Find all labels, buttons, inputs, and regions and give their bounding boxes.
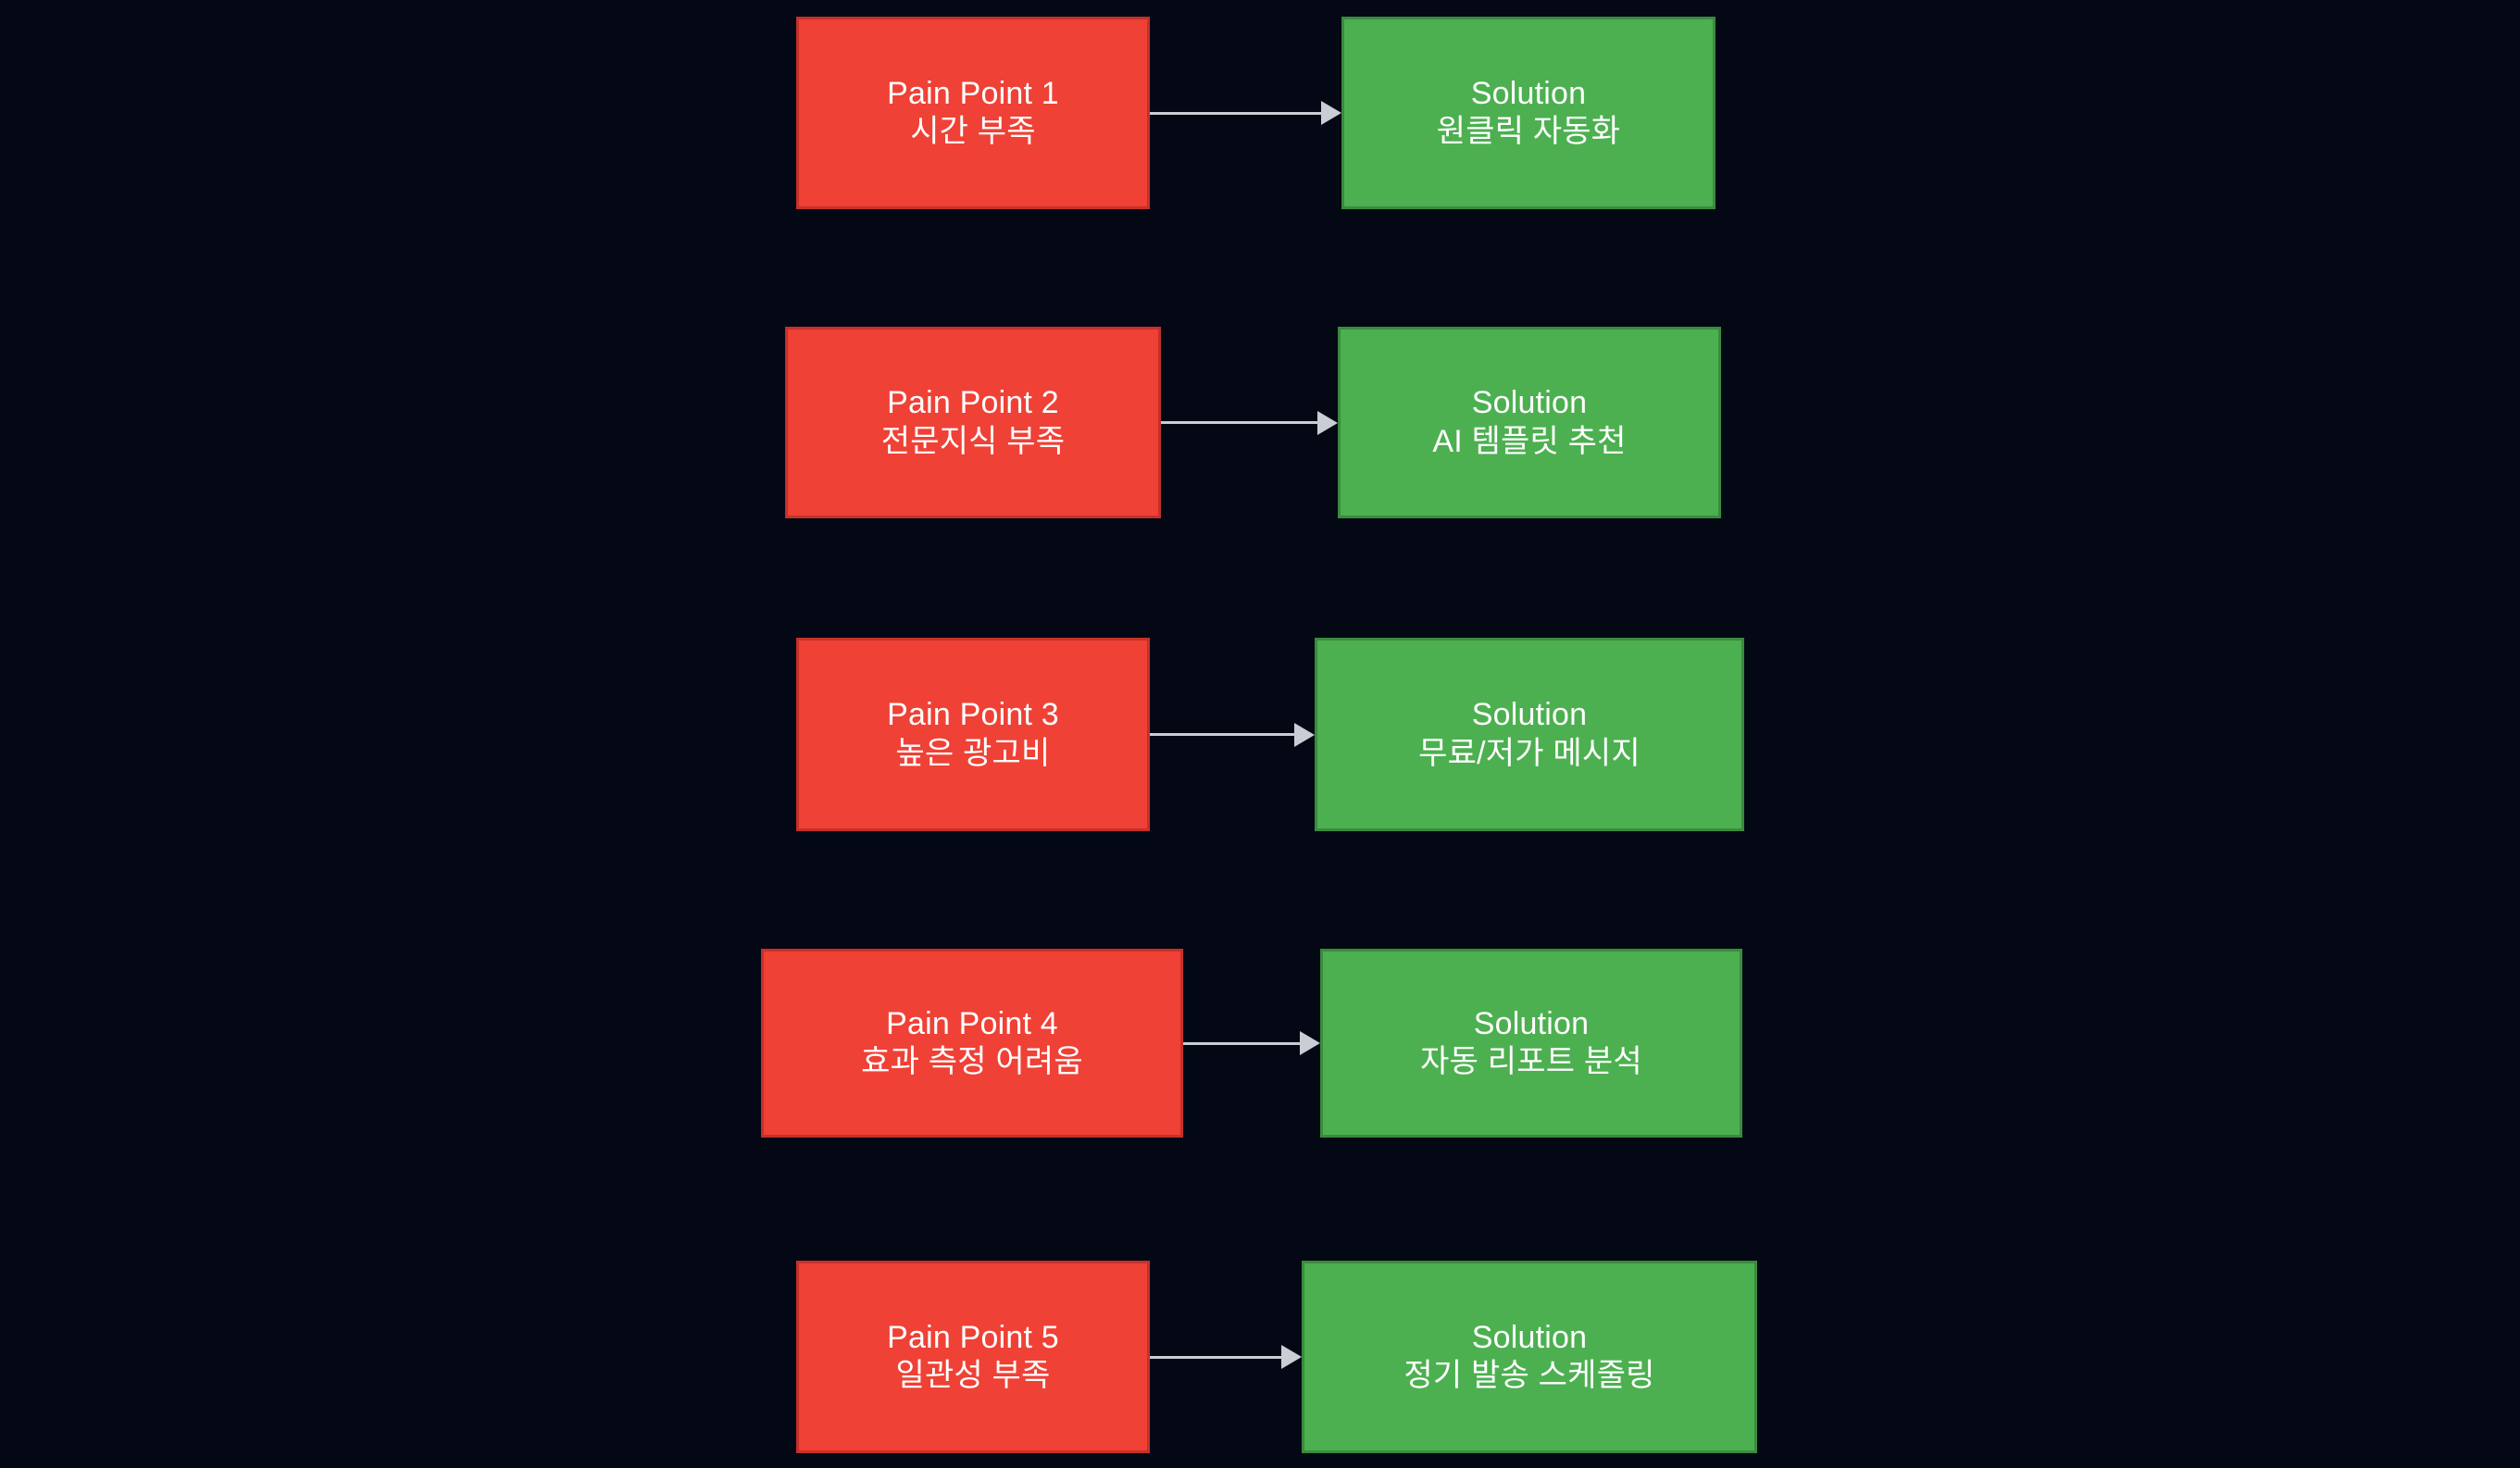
solution-node-1-subtitle: 원클릭 자동화 bbox=[1436, 114, 1621, 149]
solution-node-2[interactable]: Solution AI 템플릿 추천 bbox=[1338, 327, 1721, 518]
flow-row-5: Pain Point 5 일관성 부족 Solution 정기 발송 스케줄링 bbox=[796, 1261, 1757, 1453]
pain-point-node-4-subtitle: 효과 측정 어려움 bbox=[861, 1044, 1083, 1079]
pain-point-node-3[interactable]: Pain Point 3 높은 광고비 bbox=[796, 638, 1150, 831]
solution-node-4-subtitle: 자동 리포트 분석 bbox=[1420, 1044, 1642, 1079]
arrow-2-line bbox=[1161, 421, 1318, 424]
pain-point-node-5[interactable]: Pain Point 5 일관성 부족 bbox=[796, 1261, 1150, 1453]
pain-point-node-5-title: Pain Point 5 bbox=[887, 1319, 1059, 1355]
solution-node-3-subtitle: 무료/저가 메시지 bbox=[1418, 735, 1640, 771]
solution-node-4[interactable]: Solution 자동 리포트 분석 bbox=[1320, 949, 1742, 1138]
pain-point-node-4-title: Pain Point 4 bbox=[886, 1005, 1058, 1041]
pain-point-node-1-subtitle: 시간 부족 bbox=[910, 114, 1036, 149]
arrow-3 bbox=[1150, 722, 1315, 747]
solution-node-3-title: Solution bbox=[1471, 697, 1588, 733]
arrow-2-head-icon bbox=[1317, 410, 1338, 435]
flow-row-1: Pain Point 1 시간 부족 Solution 원클릭 자동화 bbox=[796, 17, 1715, 209]
pain-point-node-2-title: Pain Point 2 bbox=[887, 385, 1059, 421]
solution-node-4-title: Solution bbox=[1473, 1005, 1590, 1041]
flow-row-2: Pain Point 2 전문지식 부족 Solution AI 템플릿 추천 bbox=[785, 327, 1721, 518]
pain-point-node-1[interactable]: Pain Point 1 시간 부족 bbox=[796, 17, 1150, 209]
arrow-5-line bbox=[1150, 1355, 1282, 1359]
solution-node-2-subtitle: AI 템플릿 추천 bbox=[1432, 423, 1627, 459]
pain-point-node-2[interactable]: Pain Point 2 전문지식 부족 bbox=[785, 327, 1161, 518]
solution-node-5-subtitle: 정기 발송 스케줄링 bbox=[1403, 1358, 1655, 1393]
arrow-4-head-icon bbox=[1300, 1031, 1320, 1055]
arrow-3-line bbox=[1150, 733, 1295, 736]
pain-point-node-2-subtitle: 전문지식 부족 bbox=[880, 423, 1066, 459]
flow-row-4: Pain Point 4 효과 측정 어려움 Solution 자동 리포트 분… bbox=[761, 949, 1742, 1138]
pain-point-node-3-subtitle: 높은 광고비 bbox=[895, 735, 1051, 771]
arrow-5-head-icon bbox=[1281, 1345, 1302, 1369]
arrow-1-head-icon bbox=[1321, 101, 1341, 125]
arrow-3-head-icon bbox=[1294, 722, 1315, 747]
solution-node-5-title: Solution bbox=[1471, 1319, 1588, 1355]
arrow-4 bbox=[1183, 1031, 1320, 1055]
pain-point-node-1-title: Pain Point 1 bbox=[887, 75, 1059, 111]
flow-row-3: Pain Point 3 높은 광고비 Solution 무료/저가 메시지 bbox=[796, 638, 1744, 831]
arrow-2 bbox=[1161, 410, 1338, 435]
pain-point-node-5-subtitle: 일관성 부족 bbox=[895, 1358, 1051, 1393]
solution-node-1-title: Solution bbox=[1470, 75, 1587, 111]
solution-node-5[interactable]: Solution 정기 발송 스케줄링 bbox=[1302, 1261, 1757, 1453]
solution-node-3[interactable]: Solution 무료/저가 메시지 bbox=[1315, 638, 1744, 831]
pain-point-node-3-title: Pain Point 3 bbox=[887, 697, 1059, 733]
arrow-1 bbox=[1150, 101, 1341, 125]
arrow-5 bbox=[1150, 1345, 1302, 1369]
arrow-1-line bbox=[1150, 111, 1322, 115]
pain-point-node-4[interactable]: Pain Point 4 효과 측정 어려움 bbox=[761, 949, 1183, 1138]
solution-node-2-title: Solution bbox=[1471, 385, 1588, 421]
solution-node-1[interactable]: Solution 원클릭 자동화 bbox=[1341, 17, 1715, 209]
arrow-4-line bbox=[1183, 1041, 1301, 1045]
